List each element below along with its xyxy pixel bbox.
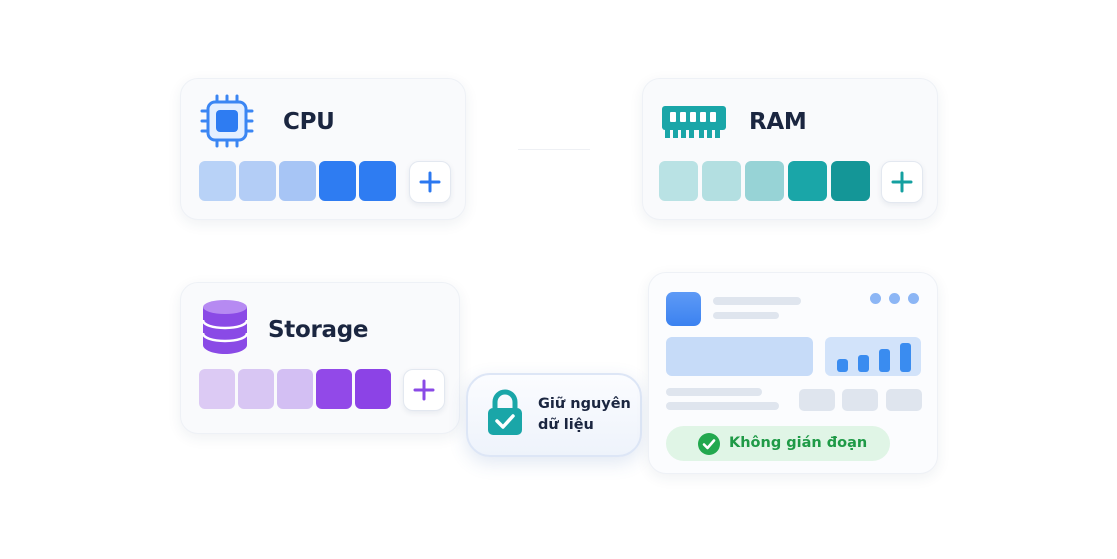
storage-block — [277, 369, 313, 409]
cpu-blocks — [199, 161, 404, 201]
cpu-block — [279, 161, 316, 201]
ram-blocks — [659, 161, 874, 201]
status-pill: Không gián đoạn — [666, 426, 890, 461]
badge-line-2: dữ liệu — [538, 417, 594, 433]
mini-bar — [858, 355, 869, 372]
mini-bar-chart — [825, 337, 921, 376]
database-stack-icon — [201, 299, 249, 355]
window-dot — [889, 293, 900, 304]
placeholder-line — [666, 388, 762, 396]
lock-check-icon — [486, 389, 524, 437]
connector-line — [518, 149, 590, 150]
storage-card: Storage — [180, 282, 460, 434]
plus-icon — [419, 171, 441, 193]
cpu-card: CPU — [180, 78, 466, 220]
ram-module-icon — [661, 103, 727, 141]
storage-block — [316, 369, 352, 409]
plus-icon — [413, 379, 435, 401]
ram-block — [659, 161, 698, 201]
storage-add-button[interactable] — [403, 369, 445, 411]
window-dot — [908, 293, 919, 304]
ram-block — [831, 161, 870, 201]
placeholder-line — [713, 312, 779, 319]
content-block — [666, 337, 813, 376]
badge-line-1: Giữ nguyên — [538, 396, 631, 412]
plus-icon — [891, 171, 913, 193]
ram-block — [788, 161, 827, 201]
placeholder-chip — [799, 389, 835, 411]
storage-block — [199, 369, 235, 409]
placeholder-line — [666, 402, 779, 410]
window-dot — [870, 293, 881, 304]
storage-block — [355, 369, 391, 409]
cpu-chip-icon — [199, 93, 255, 149]
ram-add-button[interactable] — [881, 161, 923, 203]
dashboard-card: Không gián đoạn — [648, 272, 938, 474]
ram-block — [702, 161, 741, 201]
mini-bar — [879, 349, 890, 372]
storage-block — [238, 369, 274, 409]
ram-block — [745, 161, 784, 201]
mini-bar — [837, 359, 848, 372]
app-avatar — [666, 292, 701, 326]
data-preserved-badge: Giữ nguyên dữ liệu — [466, 373, 642, 457]
cpu-block — [319, 161, 356, 201]
mini-bar — [900, 343, 911, 372]
cpu-block — [359, 161, 396, 201]
cpu-add-button[interactable] — [409, 161, 451, 203]
placeholder-line — [713, 297, 801, 305]
placeholder-chip — [842, 389, 878, 411]
storage-title: Storage — [268, 317, 369, 343]
cpu-block — [199, 161, 236, 201]
cpu-title: CPU — [283, 109, 335, 135]
ram-title: RAM — [749, 109, 807, 135]
cpu-block — [239, 161, 276, 201]
check-circle-icon — [698, 433, 720, 455]
storage-blocks — [199, 369, 394, 409]
ram-card: RAM — [642, 78, 938, 220]
status-text: Không gián đoạn — [729, 435, 868, 451]
placeholder-chip — [886, 389, 922, 411]
